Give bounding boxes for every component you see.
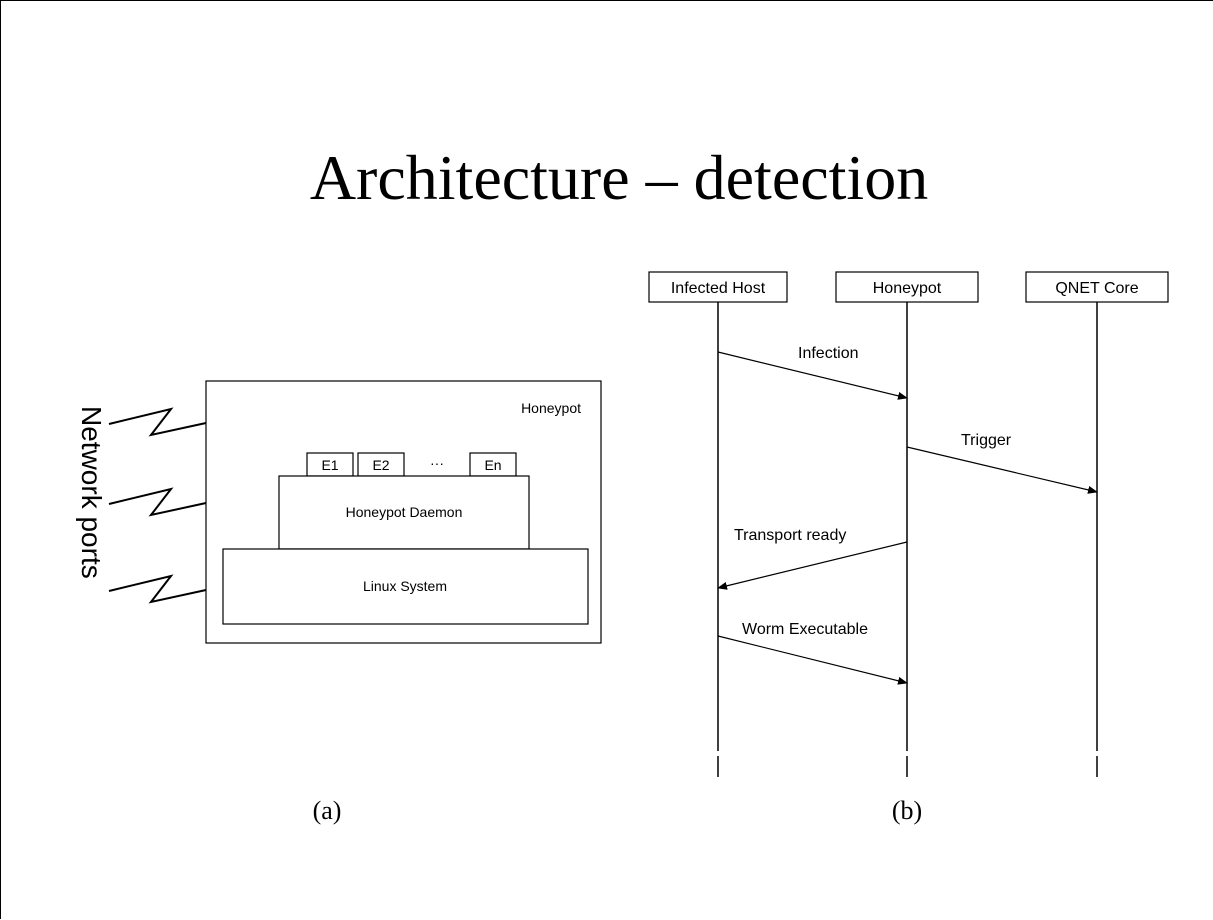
diagram-b: Infected Host Honeypot QNET Core Infecti…: [648, 271, 1169, 825]
honeypot-daemon-label: Honeypot Daemon: [346, 504, 463, 520]
extension-label-e1: E1: [321, 457, 338, 473]
participant-label-qnet-core: QNET Core: [1055, 280, 1138, 297]
network-port-bolt-icon: [108, 407, 207, 437]
extension-label-en: En: [484, 457, 501, 473]
diagram-a: Network ports Honeypot E1 E2 ··· En Hone…: [76, 380, 602, 825]
participant-label-infected-host: Infected Host: [671, 280, 766, 297]
network-ports-label: Network ports: [76, 406, 107, 579]
message-label-infection: Infection: [798, 345, 858, 362]
message-arrow-trigger: [906, 446, 1098, 494]
message-arrow-worm-executable: [717, 635, 908, 685]
message-arrow-transport-ready: [717, 541, 908, 590]
network-port-bolt-icon: [108, 487, 207, 517]
linux-system-label: Linux System: [363, 578, 447, 594]
network-port-bolt-icon: [108, 574, 207, 604]
linux-system-box: [222, 548, 589, 625]
caption-b: (b): [892, 796, 922, 825]
message-label-trigger: Trigger: [961, 432, 1012, 449]
extension-ellipsis: ···: [430, 455, 444, 471]
message-label-transport-ready: Transport ready: [734, 527, 846, 544]
message-arrow-infection: [717, 351, 908, 400]
message-label-worm-executable: Worm Executable: [742, 621, 868, 638]
honeypot-outer-box: [205, 380, 602, 644]
honeypot-outer-label: Honeypot: [521, 400, 581, 416]
participant-label-honeypot: Honeypot: [873, 280, 942, 297]
slide-title: Architecture – detection: [309, 142, 929, 213]
caption-a: (a): [313, 796, 342, 825]
extension-label-e2: E2: [372, 457, 389, 473]
